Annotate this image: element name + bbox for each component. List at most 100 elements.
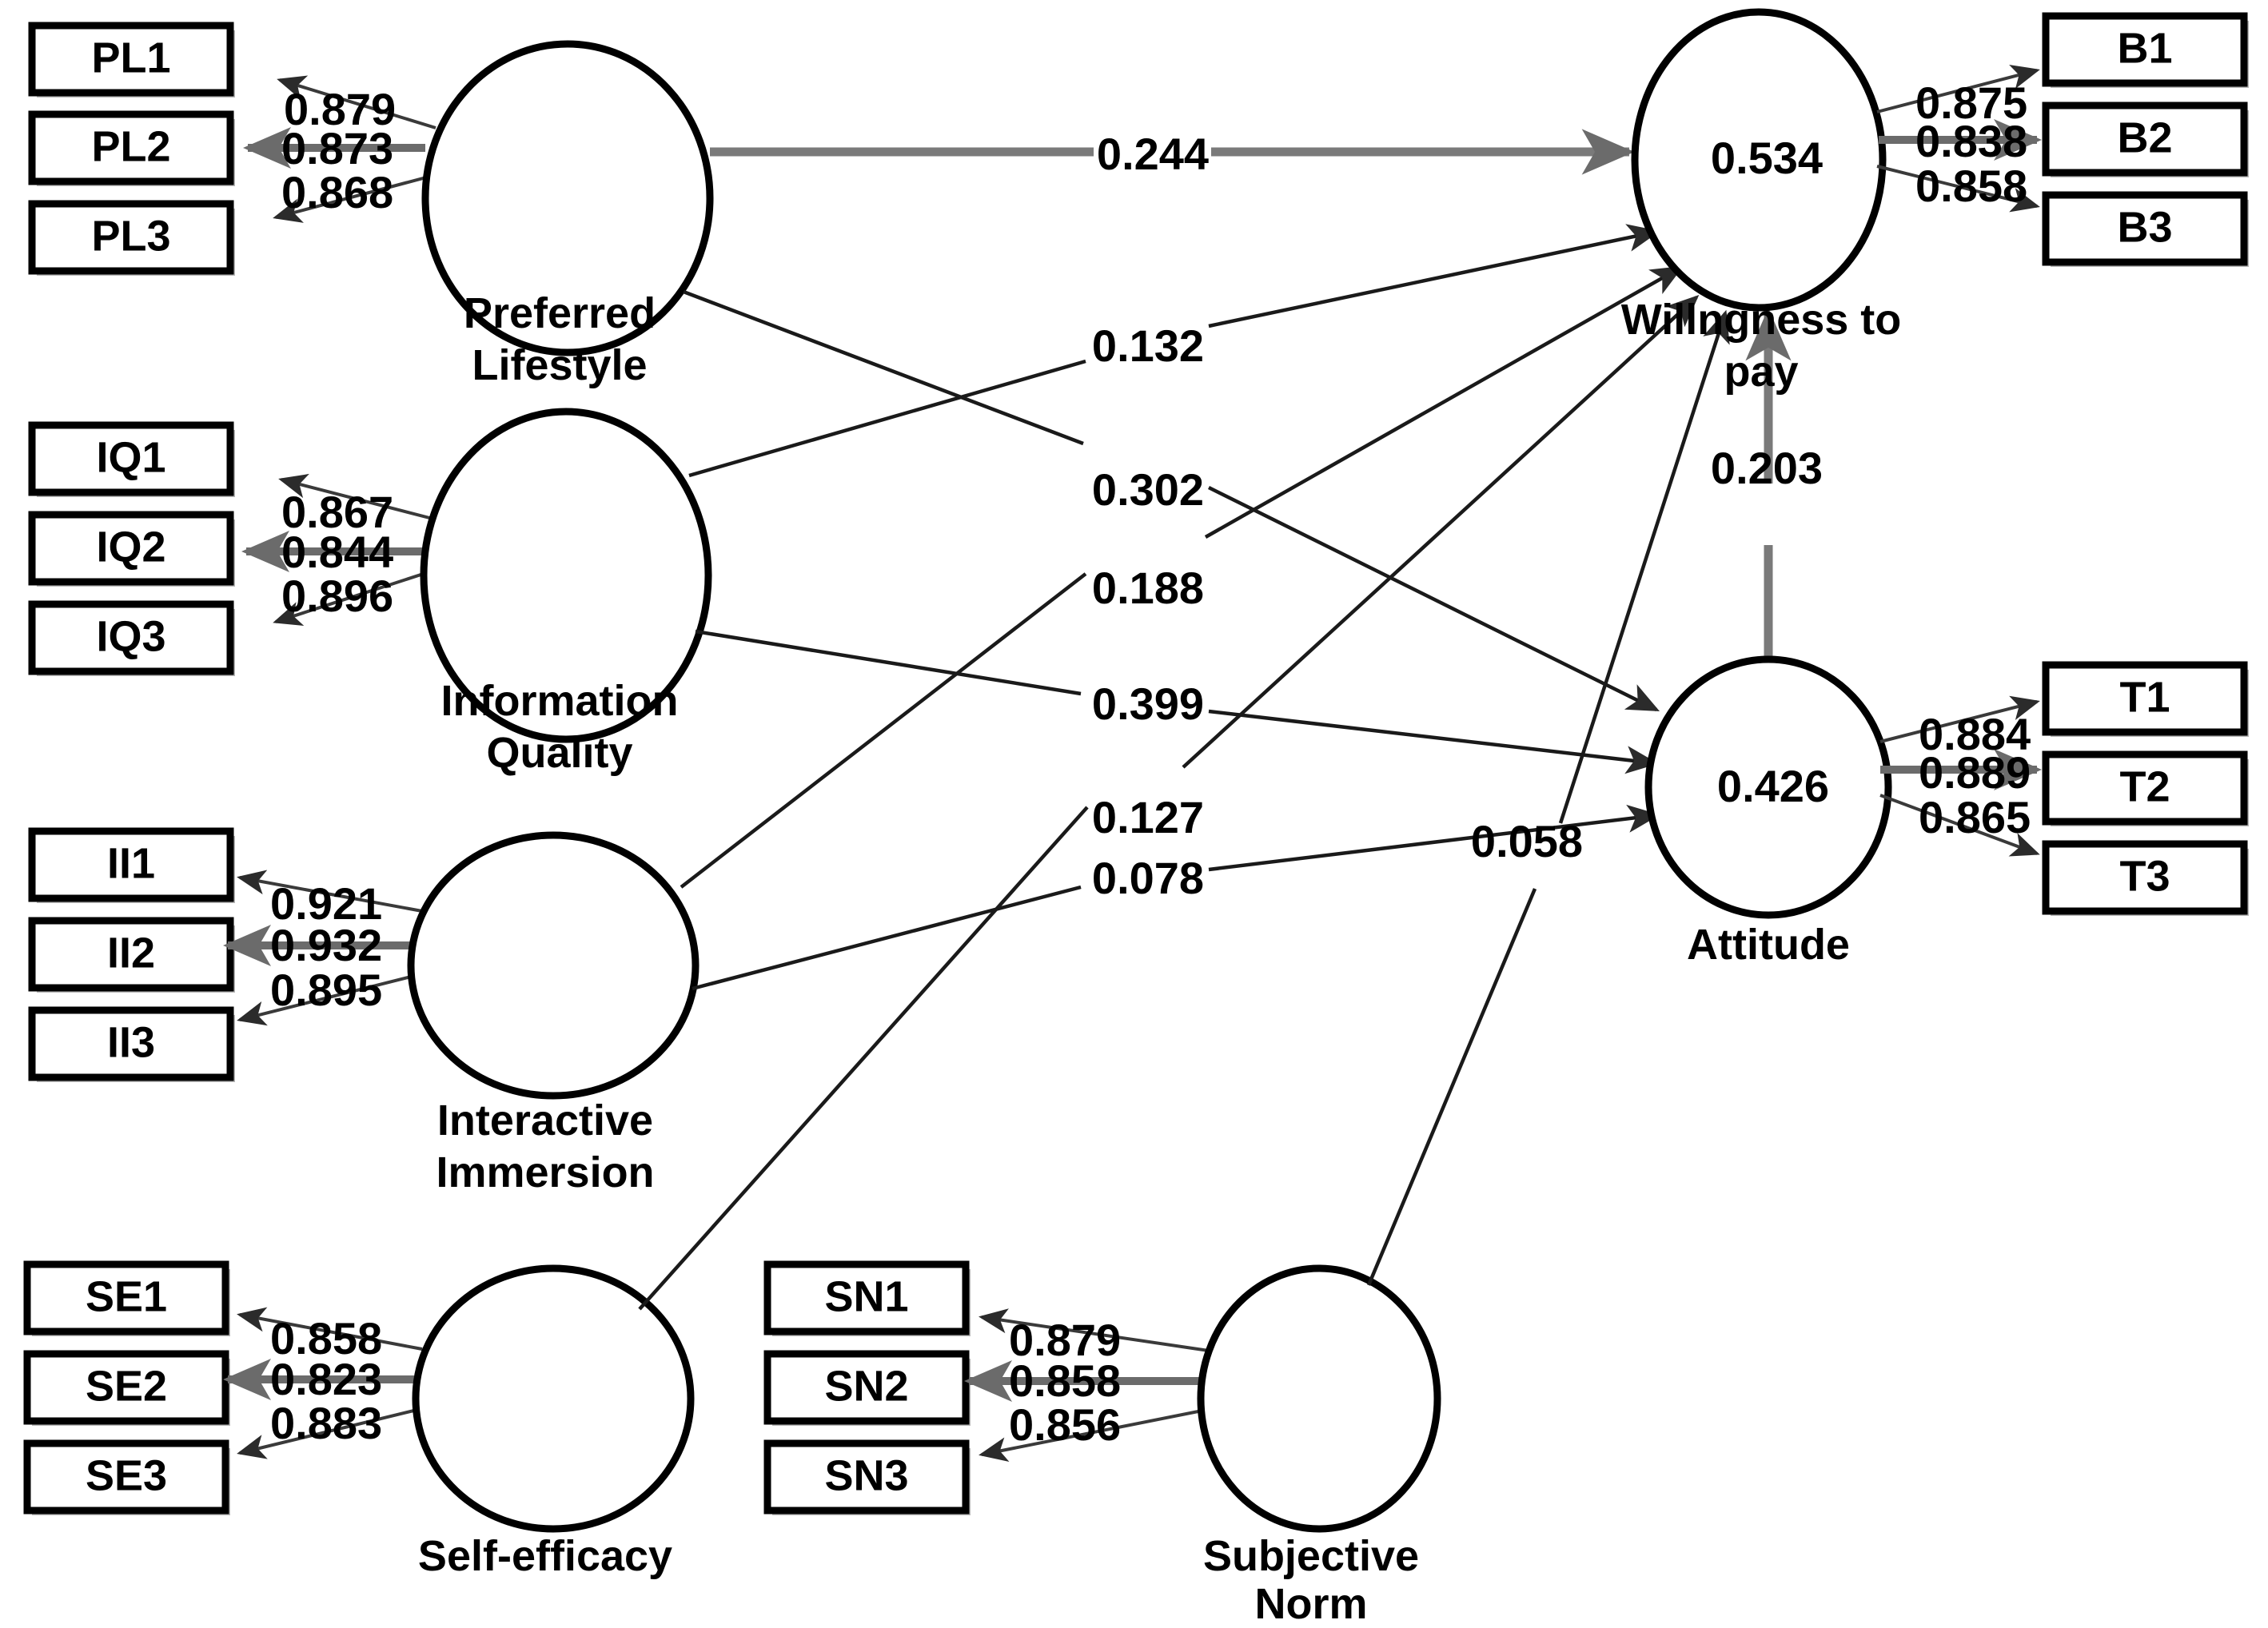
construct-circle-pl[interactable] [421,40,714,356]
path-coefficient-ii-wtp: 0.188 [1092,563,1204,613]
path-line-se-wtp-left [638,806,1089,1311]
loading-value-pl1: 0.879 [284,84,396,134]
loading-arrow-ii3 [237,972,425,1026]
indicator-box-ii1[interactable]: II1 [28,827,235,903]
loading-arrow-iq1 [278,473,436,521]
indicator-label-ii3: II3 [107,1018,155,1066]
construct-label-sn-line2: Norm [1254,1580,1367,1628]
loading-arrow-t1 [1879,695,2040,743]
indicator-label-b1: B1 [2117,24,2172,72]
loading-value-b1: 0.875 [1915,78,2027,128]
construct-circle-att[interactable] [1644,655,1892,919]
path-line-pl-att-right [1207,485,1660,712]
indicator-label-iq2: IQ2 [96,523,165,571]
indicator-label-iq1: IQ1 [96,433,165,481]
indicator-box-se2[interactable]: SE2 [23,1350,230,1426]
indicator-label-se1: SE1 [86,1272,167,1320]
loading-value-t2: 0.889 [1919,747,2031,798]
loading-arrow-pl3 [273,173,439,223]
indicator-box-pl1[interactable]: PL1 [28,22,235,98]
construct-label-pl-line2: Lifestyle [472,341,647,389]
path-coefficient-pl-att: 0.302 [1092,464,1204,515]
indicator-box-pl2[interactable]: PL2 [28,110,235,186]
path-line-iq-att-left [695,629,1082,696]
r-squared-value-wtp: 0.534 [1711,133,1823,183]
indicator-box-b2[interactable]: B2 [2042,102,2249,177]
loading-value-ii3: 0.895 [270,965,382,1015]
construct-circle-ii[interactable] [407,831,700,1100]
indicator-box-t1[interactable]: T1 [2042,661,2249,737]
path-line-sn-wtp-left [1366,888,1537,1286]
indicator-label-t1: T1 [2119,673,2170,721]
path-line-ii-wtp-right [1204,265,1684,539]
construct-label-se-line1: Self-efficacy [418,1532,672,1580]
loading-value-t3: 0.865 [1919,792,2031,842]
loading-value-t1: 0.884 [1919,709,2031,759]
indicator-box-ii2[interactable]: II2 [28,917,235,993]
loading-value-sn3: 0.856 [1009,1399,1121,1450]
indicator-box-iq1[interactable]: IQ1 [28,421,235,497]
path-line-sn-wtp-right [1558,309,1730,824]
indicator-label-se2: SE2 [86,1362,167,1410]
indicator-box-t2[interactable]: T2 [2042,750,2249,826]
construct-label-ii-line2: Immersion [436,1148,654,1196]
construct-label-ii-line1: Interactive [437,1097,653,1144]
indicator-box-se1[interactable]: SE1 [23,1260,230,1336]
indicator-box-pl3[interactable]: PL3 [28,200,235,276]
path-line-iq-att-right [1208,709,1659,774]
construct-circle-wtp[interactable] [1631,8,1887,312]
loading-value-pl3: 0.868 [281,167,393,217]
structural-paths: 0.244 0.132 0.302 0.188 0.399 0.127 0.07… [638,129,1823,1311]
loading-arrow-ii1 [237,870,423,913]
path-coefficient-pl-wtp: 0.244 [1097,129,1209,179]
indicator-box-ii3[interactable]: II3 [28,1006,235,1082]
indicator-box-sn2[interactable]: SN2 [763,1350,971,1426]
loading-value-sn1: 0.879 [1009,1315,1121,1365]
loading-arrow-sn3 [979,1407,1211,1463]
indicator-label-b3: B3 [2117,203,2172,251]
indicator-box-sn3[interactable]: SN3 [763,1439,971,1515]
indicator-label-ii1: II1 [107,839,155,887]
path-line-se-wtp-right [1182,294,1700,769]
loading-value-ii2: 0.932 [270,920,382,970]
loading-arrow-b1 [1876,64,2040,113]
indicator-box-b3[interactable]: B3 [2042,191,2249,267]
indicator-label-iq3: IQ3 [96,612,165,660]
indicator-box-se3[interactable]: SE3 [23,1439,230,1515]
indicator-group-sn: SN1 SN2 SN3 0.879 0.858 0.856 Subjective… [763,1260,1441,1628]
loading-arrow-iq3 [273,567,439,626]
loading-arrow-pl1 [277,75,436,129]
loading-arrow-t3 [1879,794,2040,857]
r-squared-value-att: 0.426 [1717,761,1829,811]
path-line-iq-wtp-left [688,359,1086,478]
path-line-pl-att-left [683,289,1084,446]
indicator-box-t3[interactable]: T3 [2042,840,2249,916]
loading-value-iq2: 0.844 [281,527,393,577]
construct-circle-se[interactable] [412,1264,695,1533]
loading-arrow-se1 [237,1307,423,1351]
indicator-box-sn1[interactable]: SN1 [763,1260,971,1336]
path-coefficient-iq-wtp: 0.132 [1092,320,1204,371]
construct-circle-iq[interactable] [420,408,712,743]
indicator-label-sn1: SN1 [824,1272,908,1320]
indicator-box-iq2[interactable]: IQ2 [28,511,235,587]
indicator-label-sn3: SN3 [824,1451,908,1499]
loading-value-se3: 0.883 [270,1398,382,1448]
loading-value-se2: 0.823 [270,1354,382,1404]
indicator-group-ii: II1 II2 II3 0.921 0.932 0.895 Interactiv… [28,827,700,1196]
loading-value-pl2: 0.873 [281,123,393,173]
construct-label-wtp-line2: pay [1724,348,1798,396]
indicator-label-t3: T3 [2119,852,2170,900]
indicator-label-pl3: PL3 [91,212,170,260]
path-line-ii-att-right [1208,804,1660,872]
construct-label-iq-line2: Quality [486,729,632,777]
path-coefficient-se-wtp: 0.127 [1092,792,1204,842]
construct-label-iq-line1: Information [441,677,679,725]
indicator-box-iq3[interactable]: IQ3 [28,600,235,676]
loading-value-sn2: 0.858 [1009,1355,1121,1406]
indicator-box-b1[interactable]: B1 [2042,12,2249,88]
construct-circle-sn[interactable] [1197,1264,1441,1533]
loading-arrow-b3 [1876,165,2040,213]
path-line-iq-wtp-right [1208,224,1660,328]
